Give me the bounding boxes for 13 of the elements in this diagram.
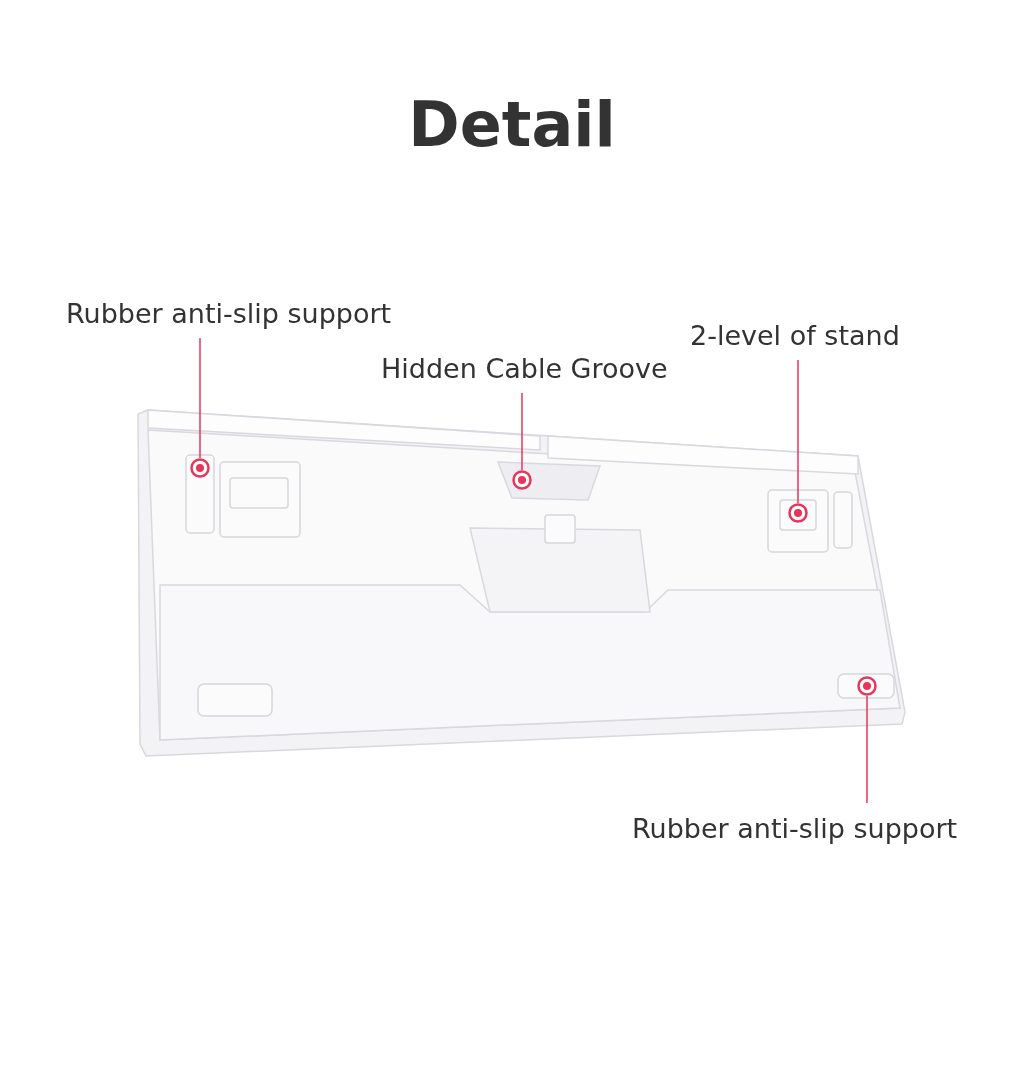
callout-marker <box>788 503 808 523</box>
callout-label: Hidden Cable Groove <box>381 351 668 387</box>
leader-line <box>521 392 523 471</box>
leader-line <box>797 359 799 504</box>
callout-marker <box>857 676 877 696</box>
callout-marker <box>512 470 532 490</box>
callout-label: Rubber anti-slip support <box>632 811 958 847</box>
leader-line <box>199 337 201 459</box>
callout-marker <box>190 458 210 478</box>
page-title: Detail <box>407 88 617 161</box>
callout-label: Rubber anti-slip support <box>66 296 392 332</box>
leader-line <box>866 695 868 804</box>
callout-label: 2-level of stand <box>690 318 900 354</box>
